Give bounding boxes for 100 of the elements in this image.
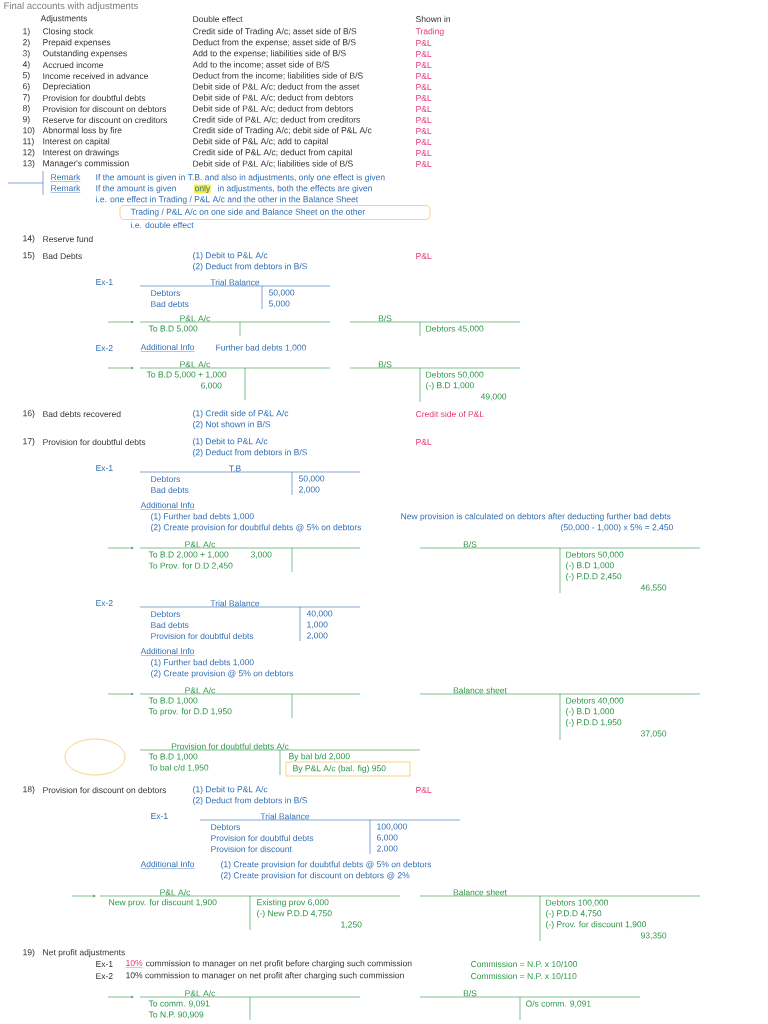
margin-note: P&L [416,51,432,57]
adjustment-name: Manager's commission [43,160,129,168]
note-text: Commission = N.P. x 10/100 [471,960,578,968]
amount: 93,350 [641,932,667,940]
margin-note: P&L [416,62,432,68]
item-number: 14) [23,235,35,243]
item-number: 3) [22,50,30,58]
treatment-note: Debit side of P&L A/c; deduct from debtors [193,94,353,102]
treatment-note: Debit side of P&L A/c; liabilities side of B/S [193,160,353,168]
example-label: Ex-1 [96,465,113,471]
account-entry: Debtors [151,610,181,618]
adjustment-name: Provision for doubtful debts [43,94,146,102]
treatment-note: (2) Not shown in B/S [193,421,271,429]
item-number: 8) [23,105,30,113]
note-text: New provision is calculated on debtors after deducting further bad debts [401,513,671,521]
remark-heading: Remark [50,184,81,193]
item-number: 6) [23,83,30,91]
account-entry: (-) P.D.D 1,950 [566,719,622,727]
amount: 40,000 [306,610,333,618]
item-number: 13) [23,160,35,168]
account-heading: B/S [463,541,477,548]
treatment-note: Add to the expense; liabilities side of B/S [192,50,346,58]
info-heading: Additional Info [140,860,195,869]
account-entry: Debtors 50,000 [566,551,624,559]
note-text: Further bad debts 1,000 [216,344,306,352]
note-text: (1) Further bad debts 1,000 [151,513,254,521]
note-text: If the amount is given in T.B. and also in adjustments, only one effect is given [96,174,385,182]
account-entry: Debtors 100,000 [546,899,609,907]
example-label: Ex-2 [96,345,113,351]
account-entry: Existing prov 6,000 [257,899,329,907]
amount: 6,000 [201,382,222,390]
margin-note: P&L [416,128,432,134]
example-label: Ex-1 [96,279,113,285]
account-heading: Trial Balance [260,813,310,820]
item-number: 4) [22,61,30,69]
item-number: 19) [23,949,35,957]
info-heading: Additional Info [140,501,195,510]
treatment-note: (1) Debit to P&L A/c [193,438,268,446]
account-entry: (-) P.D.D 4,750 [546,910,602,918]
account-entry: To bal c/d 1,950 [148,764,209,772]
account-entry: Provision for discount [211,845,292,853]
item-number: 16) [23,410,35,418]
item-number: 10) [23,127,35,135]
treatment-note: Deduct from the expense; asset side of B/S [193,39,356,47]
margin-note: P&L [416,40,432,46]
note-text: (1) Further bad debts 1,000 [151,659,254,667]
adjustment-name: Provision for doubtful debts [43,438,146,446]
amount: 6,000 [377,834,398,842]
treatment-note: (1) Debit to P&L A/c [193,786,268,794]
account-entry: Debtors [151,475,181,483]
account-entry: To N.P. 90,909 [148,1011,204,1019]
account-heading: P&L A/c [185,541,216,548]
margin-note: P&L [416,150,432,156]
treatment-note: (1) Credit side of P&L A/c [193,410,289,418]
margin-note: P&L [416,253,432,259]
note-text: If the amount is given [96,185,176,193]
account-entry: By P&L A/c (bal. fig) 950 [293,765,386,773]
account-heading: Trial Balance [210,600,260,607]
account-entry: (-) Prov. for discount 1,900 [546,921,647,929]
treatment-note: Credit side of Trading A/c; debit side of P&L A/c [193,127,372,135]
adjustment-name: Income received in advance [43,72,149,80]
item-number: 15) [23,252,35,260]
adjustment-name: Bad Debts [43,252,82,260]
account-entry: Debtors 45,000 [426,325,484,333]
account-entry: Bad debts [151,486,189,494]
treatment-note: Add to the income; asset side of B/S [192,61,330,69]
account-entry: Bad debts [151,300,189,308]
account-heading: Balance sheet [453,889,507,896]
account-entry: To Prov. for D.D 2,450 [148,562,233,570]
item-number: 2) [23,39,30,47]
item-number: 1) [23,28,30,36]
note-text: (1) Create provision for doubtful debts @ 5% on debtors [221,861,432,869]
margin-note: P&L [416,439,432,445]
margin-note: P&L [416,95,432,101]
column-heading: Adjustments [40,15,88,23]
margin-note: 10% [125,960,143,968]
account-entry: Provision for doubtful debts [151,632,254,640]
account-entry: Debtors 50,000 [426,371,484,379]
account-entry: (-) B.D 1,000 [566,708,614,716]
treatment-note: Credit side of Trading A/c; asset side of B/S [193,28,357,36]
account-entry: To prov. for D.D 1,950 [148,708,232,716]
note-text: (2) Create provision for discount on debtors @ 2% [221,872,410,880]
margin-note: P&L [416,84,432,90]
item-number: 7) [23,94,30,102]
account-entry: (-) P.D.D 2,450 [566,573,622,581]
adjustment-name: Depreciation [43,83,90,91]
adjustment-name: Prepaid expenses [43,39,111,47]
amount: 2,000 [299,486,320,494]
item-number: 12) [23,149,35,157]
adjustment-name: Provision for discount on debtors [43,105,167,113]
margin-note: Trading [415,28,444,36]
item-number: 9) [23,116,30,124]
adjustment-name: Abnormal loss by fire [42,127,122,135]
treatment-note: Debit side of P&L A/c; deduct from debtors [193,105,353,113]
treatment-note: (2) Deduct from debtors in B/S [193,797,307,805]
treatment-note: Credit side of P&L A/c; deduct from capital [193,149,352,157]
account-entry: Debtors [151,289,181,297]
item-number: 17) [23,438,35,446]
amount: 2,000 [307,632,328,640]
account-heading: P&L A/c [185,687,216,694]
